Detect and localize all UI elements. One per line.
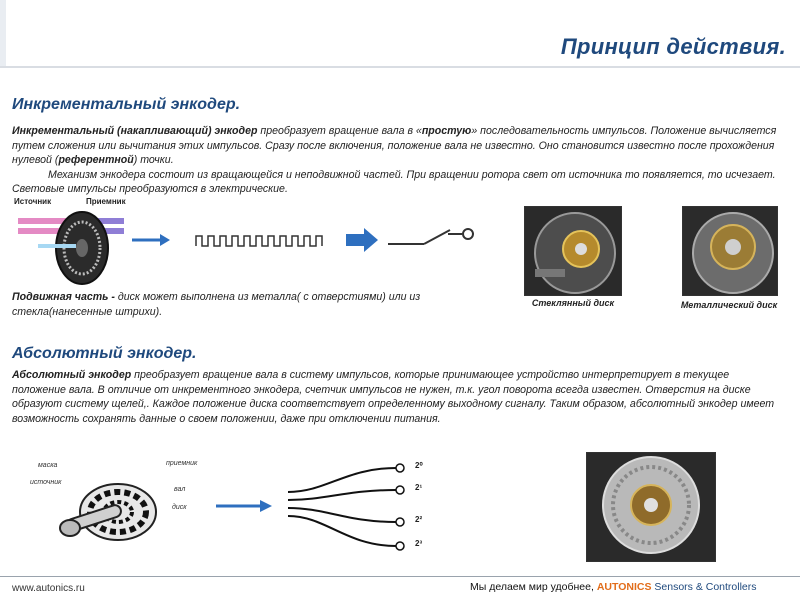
encoder-disk-illustration <box>18 211 124 285</box>
footer-slogan-text: Мы делаем мир удобнее, <box>470 581 597 593</box>
footer-url[interactable]: www.autonics.ru <box>12 583 85 594</box>
pulse-train <box>195 235 323 247</box>
absolute-arrow <box>216 500 272 512</box>
metal-disk-photo <box>682 206 778 296</box>
simple-term: простую <box>421 125 472 137</box>
moving-part-paragraph: Подвижная часть - диск может выполнена и… <box>12 290 492 320</box>
output-bit-3: 2³ <box>415 539 423 548</box>
absolute-paragraph: Абсолютный энкодер преобразует вращение … <box>12 368 784 426</box>
incremental-text-b: » последовательность импульсов. Положени… <box>12 125 777 166</box>
footer-divider <box>0 576 800 577</box>
output-bit-0: 2⁰ <box>415 461 423 470</box>
arrow-2 <box>346 228 378 252</box>
label-source-abs: источник <box>30 479 62 486</box>
absolute-disk-photo <box>586 452 716 562</box>
footer-brand: AUTONICS <box>596 581 652 593</box>
output-bit-1: 2¹ <box>415 483 423 492</box>
incremental-term: Инкрементальный (накапливающий) энкодер <box>12 125 258 137</box>
glass-disk-photo <box>524 206 622 296</box>
moving-part-text: диск может выполнена из металла( с отвер… <box>12 291 421 318</box>
header-accent-bar <box>0 0 6 66</box>
reference-term: референтной <box>58 154 134 166</box>
mechanism-text: Механизм энкодера состоит из вращающейся… <box>12 168 776 196</box>
arrow-1 <box>132 234 170 246</box>
slide-header <box>0 0 800 68</box>
absolute-heading: Абсолютный энкодер. <box>12 345 197 362</box>
output-bit-2: 2² <box>415 515 423 524</box>
metal-disk-caption: Металлический диск <box>680 300 778 310</box>
label-receiver: Приемник <box>86 197 126 206</box>
absolute-term: Абсолютный энкодер <box>12 369 132 381</box>
incremental-heading: Инкрементальный энкодер. <box>12 96 241 113</box>
footer-slogan: Мы делаем мир удобнее, AUTONICS Sensors … <box>470 581 757 593</box>
incremental-text-a: преобразует вращение вала в « <box>257 125 422 137</box>
label-shaft: вал <box>174 486 186 493</box>
incremental-diagram <box>18 211 474 285</box>
switch-symbol <box>388 228 474 245</box>
absolute-encoder-illustration <box>59 483 157 541</box>
absolute-text: преобразует вращение вала в систему импу… <box>12 369 775 425</box>
incremental-text-c: ) точки. <box>133 154 174 166</box>
glass-disk-caption: Стеклянный диск <box>531 298 615 308</box>
output-lines <box>287 463 405 551</box>
footer-brand-tail: Sensors & Controllers <box>651 581 757 593</box>
incremental-paragraph: Инкрементальный (накапливающий) энкодер … <box>12 124 782 197</box>
label-source: Источник <box>14 197 52 206</box>
label-mask: маска <box>38 462 58 469</box>
label-receiver-abs: приемник <box>166 460 198 467</box>
moving-part-term: Подвижная часть - <box>12 291 115 303</box>
label-disk: диск <box>172 504 187 511</box>
slide-title: Принцип действия. <box>560 34 786 59</box>
